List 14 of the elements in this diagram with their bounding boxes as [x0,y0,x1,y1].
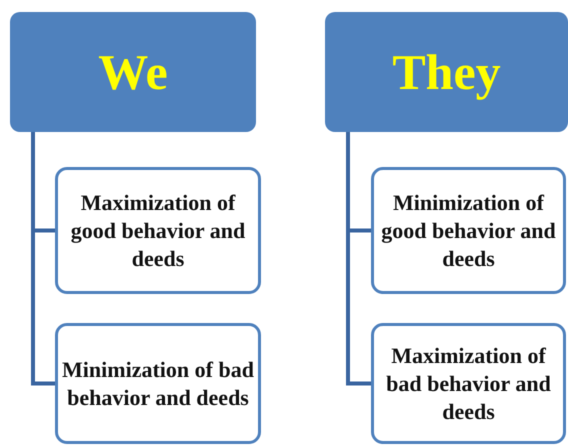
header-box [10,12,256,132]
item-box [371,323,566,444]
connector-line [346,132,371,386]
item-text: Minimization of good behavior and deeds [380,188,557,272]
header-box [325,12,568,132]
header-title: We [98,43,168,101]
item-text: Maximization of bad behavior and deeds [385,342,552,426]
item-box [55,323,261,444]
item-box [371,167,566,294]
connector-line [31,132,55,386]
header-title: They [392,43,501,101]
item-text: Minimization of bad behavior and deeds [61,356,255,412]
item-box [55,167,261,294]
item-text: Maximization of good behavior and deeds [70,188,246,272]
